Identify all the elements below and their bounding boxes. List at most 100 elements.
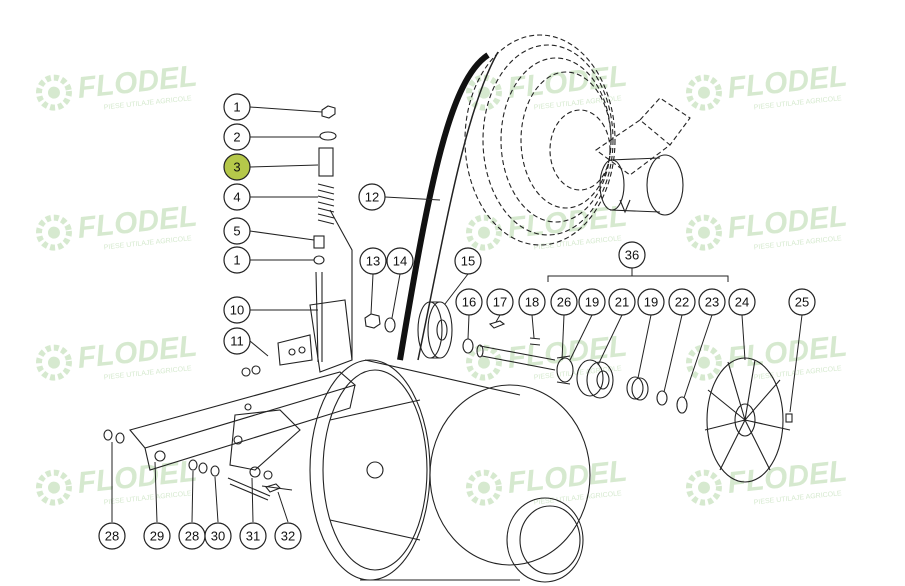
svg-text:18: 18 (525, 295, 539, 310)
callout: 15 (454, 247, 482, 275)
svg-text:4: 4 (233, 190, 240, 205)
callout-highlighted: 3 (223, 153, 251, 181)
callout: 12 (358, 183, 386, 211)
callout: 17 (486, 288, 514, 316)
callout: 31 (239, 522, 267, 550)
svg-text:13: 13 (366, 254, 380, 269)
fasteners-drawing (103, 365, 293, 501)
rod-drawing (315, 271, 323, 363)
svg-text:19: 19 (585, 295, 599, 310)
svg-text:19: 19 (644, 295, 658, 310)
gear-logo-icon (685, 344, 722, 381)
svg-text:32: 32 (281, 529, 295, 544)
gear-hub-icon (47, 86, 60, 99)
gear-hub-icon (477, 481, 490, 494)
callout: 28 (178, 522, 206, 550)
callout: 25 (788, 288, 816, 316)
svg-text:23: 23 (705, 295, 719, 310)
svg-text:12: 12 (365, 190, 379, 205)
svg-text:24: 24 (735, 295, 749, 310)
parts-drawing (103, 34, 793, 583)
svg-text:30: 30 (211, 529, 225, 544)
svg-text:31: 31 (246, 529, 260, 544)
callout: 2 (223, 123, 251, 151)
callout: 24 (728, 288, 756, 316)
nut-13-drawing (364, 313, 381, 329)
svg-text:15: 15 (461, 254, 475, 269)
gear-hub-icon (47, 356, 60, 369)
svg-text:16: 16 (462, 295, 476, 310)
svg-text:26: 26 (557, 295, 571, 310)
callout: 13 (359, 247, 387, 275)
svg-text:25: 25 (795, 295, 809, 310)
small-pulley-drawing (417, 301, 453, 359)
shaft-drawing (462, 320, 688, 414)
callout: 5 (223, 217, 251, 245)
callout: 1 (223, 246, 251, 274)
svg-text:3: 3 (233, 160, 240, 175)
callout: 16 (455, 288, 483, 316)
callout: 22 (668, 288, 696, 316)
frame-arm-drawing (129, 371, 357, 471)
svg-text:5: 5 (233, 224, 240, 239)
gear-logo-icon (35, 469, 72, 506)
callout: 1 (223, 93, 251, 121)
svg-text:28: 28 (185, 529, 199, 544)
callout: 18 (518, 288, 546, 316)
gear-logo-icon (465, 74, 502, 111)
svg-text:28: 28 (105, 529, 119, 544)
svg-text:21: 21 (615, 295, 629, 310)
spring-stack-drawing (313, 105, 337, 265)
svg-text:17: 17 (493, 295, 507, 310)
gear-logo-icon (35, 344, 72, 381)
callout: 19 (578, 288, 606, 316)
gear-logo-icon (465, 344, 502, 381)
svg-text:1: 1 (233, 100, 240, 115)
svg-text:36: 36 (625, 248, 639, 263)
callout: 11 (223, 327, 251, 355)
bracket-drawing (277, 209, 353, 373)
gear-hub-icon (47, 481, 60, 494)
gear-logo-icon (465, 214, 502, 251)
gear-hub-icon (697, 356, 710, 369)
gear-hub-icon (477, 226, 490, 239)
gear-logo-icon (685, 74, 722, 111)
callout: 19 (637, 288, 665, 316)
callout: 21 (608, 288, 636, 316)
gear-hub-icon (47, 226, 60, 239)
gear-logo-icon (465, 469, 502, 506)
svg-text:1: 1 (233, 253, 240, 268)
washer-14-drawing (384, 317, 396, 333)
callout: 29 (143, 522, 171, 550)
callout: 28 (98, 522, 126, 550)
housing-drawing (309, 359, 591, 583)
callout: 30 (204, 522, 232, 550)
callout: 14 (386, 247, 414, 275)
callout: 23 (698, 288, 726, 316)
svg-text:10: 10 (230, 303, 244, 318)
callout: 26 (550, 288, 578, 316)
gear-logo-icon (35, 214, 72, 251)
leader-lines (111, 106, 803, 523)
svg-text:22: 22 (675, 295, 689, 310)
gear-logo-icon (685, 214, 722, 251)
callout: 36 (618, 241, 646, 269)
callout: 10 (223, 296, 251, 324)
callout: 32 (274, 522, 302, 550)
gear-logo-icon (35, 74, 72, 111)
belt-drawing (397, 51, 499, 361)
gear-hub-icon (697, 481, 710, 494)
svg-text:14: 14 (393, 254, 407, 269)
